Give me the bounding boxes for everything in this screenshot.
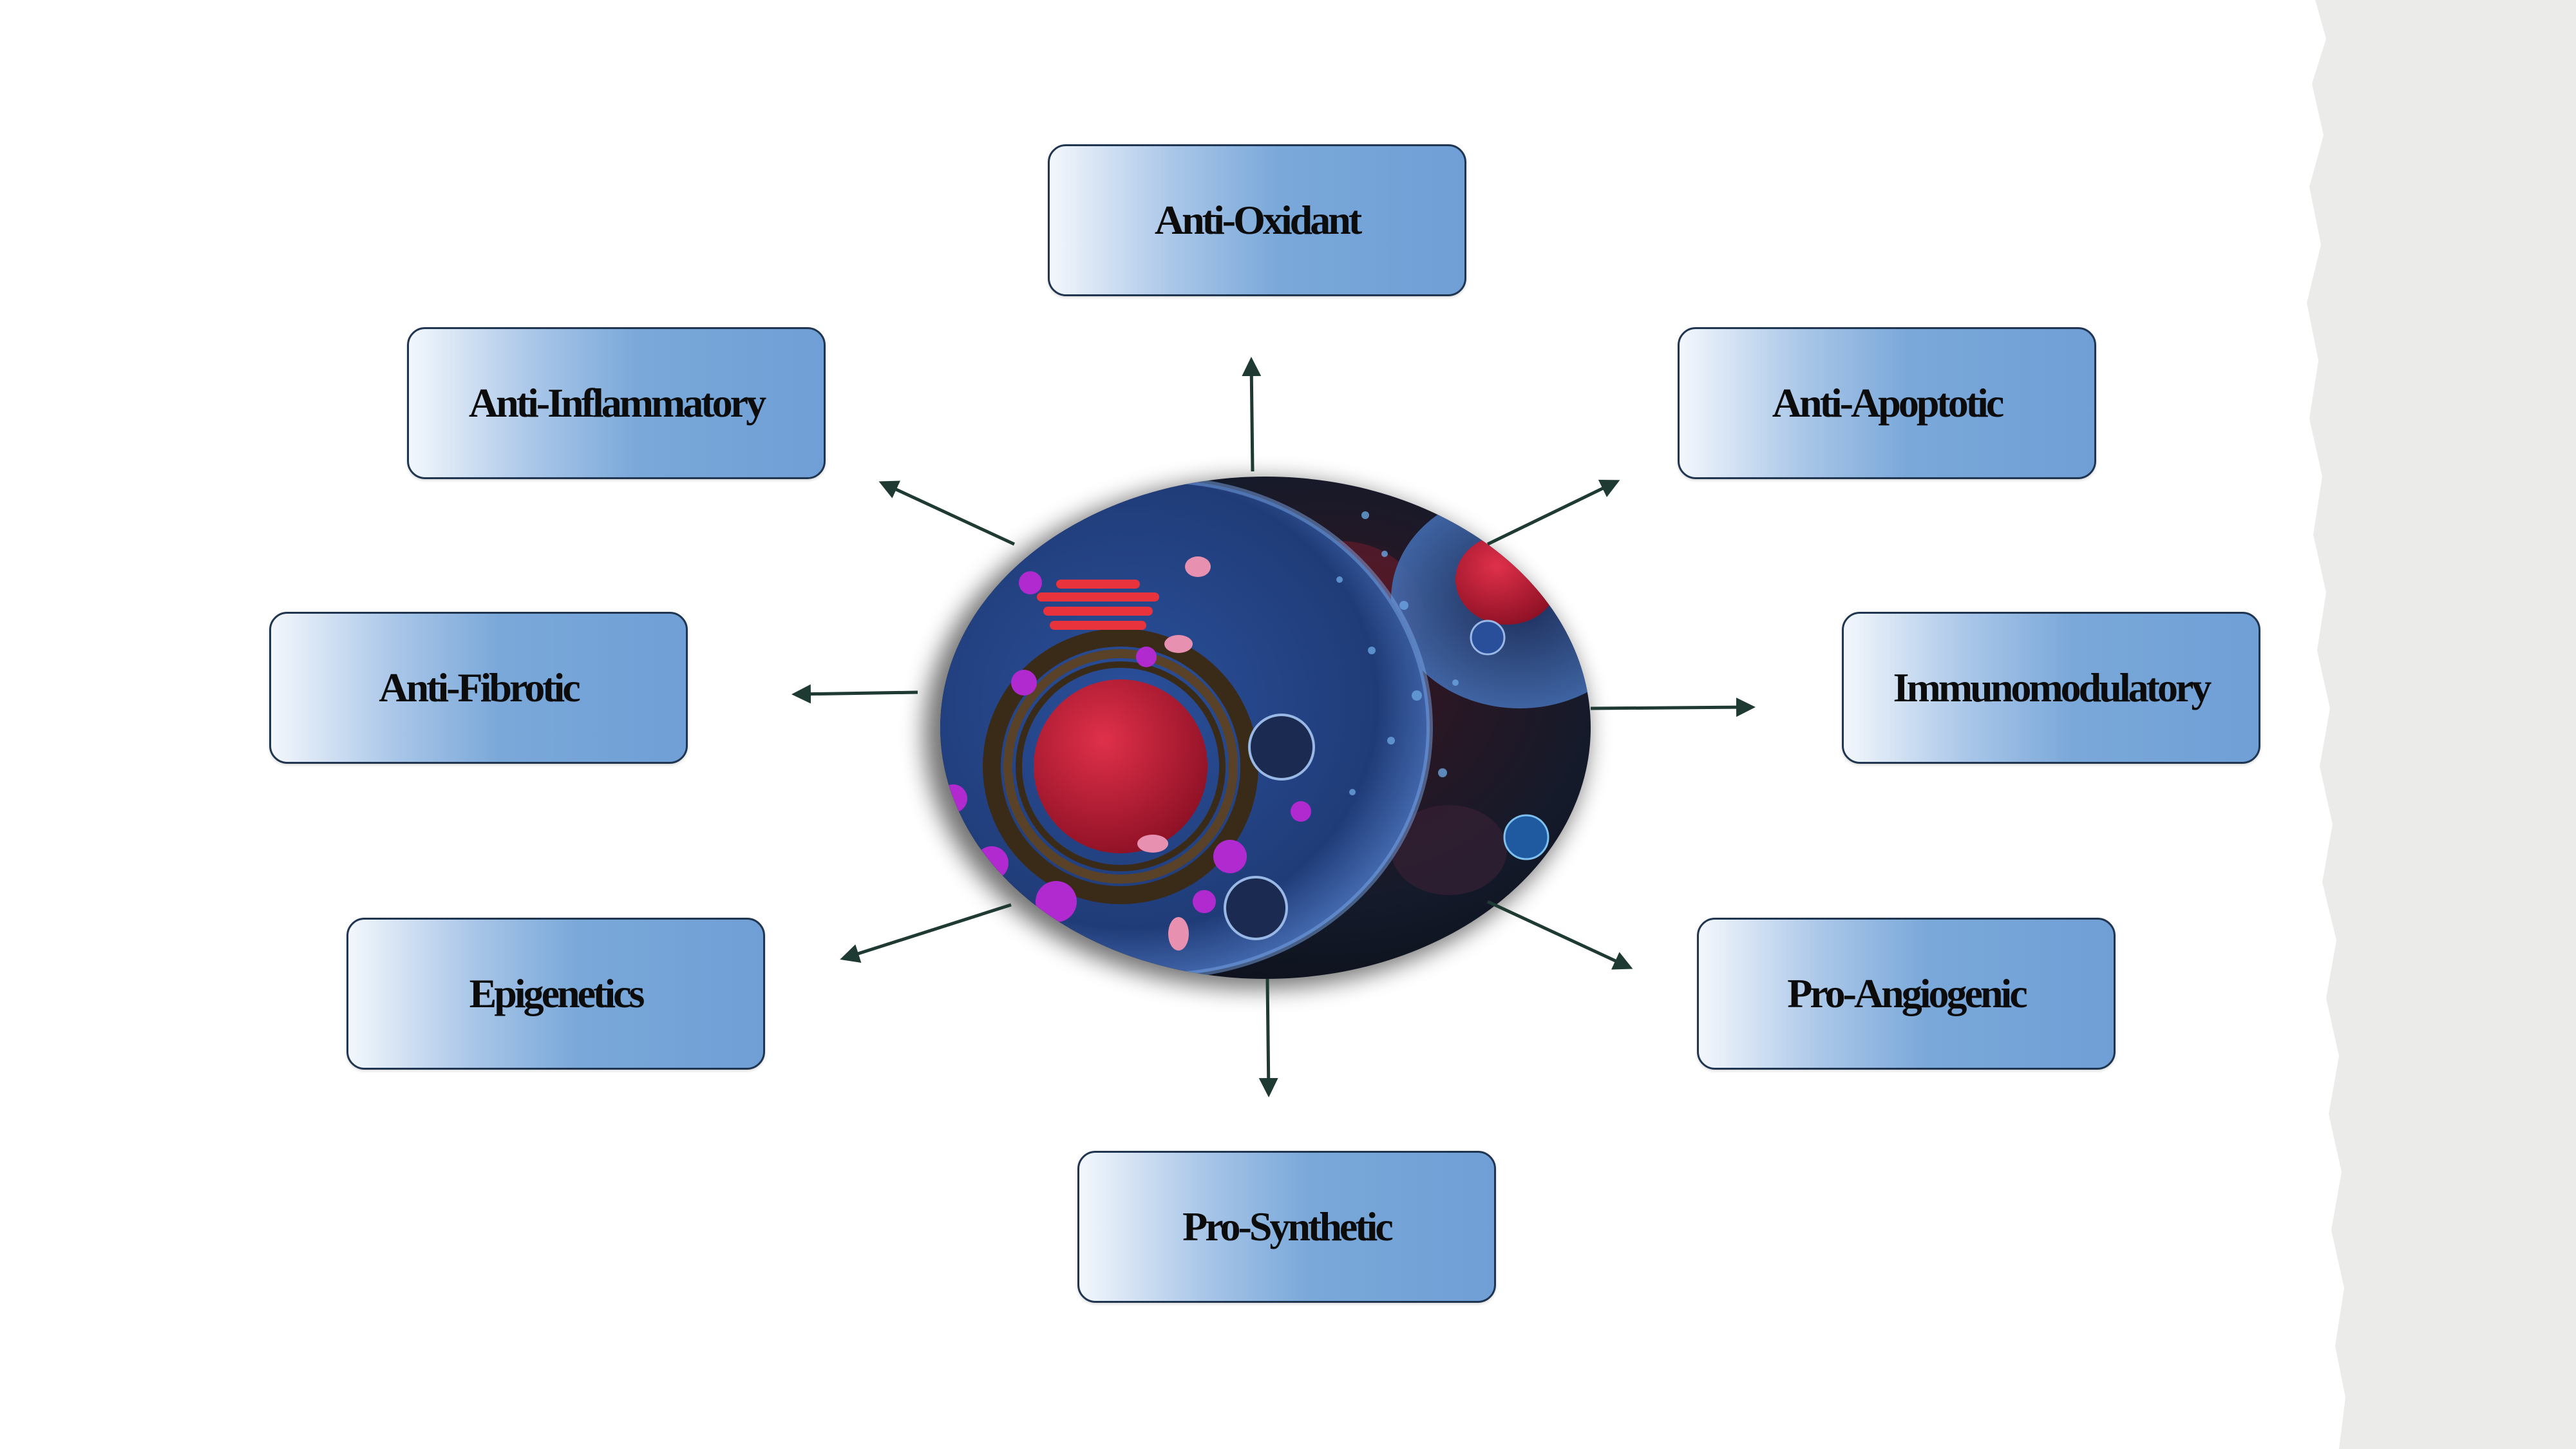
arrow-to-pro-synthetic — [1258, 978, 1278, 1097]
arrow-to-anti-oxidant — [1242, 357, 1262, 472]
node-immunomodulatory: Immunomodulatory — [1842, 612, 2260, 764]
node-label: Anti-Fibrotic — [379, 665, 580, 710]
arrow-to-anti-fibrotic — [791, 684, 918, 704]
arrow-to-epigenetics — [840, 903, 1012, 963]
node-label: Anti-Apoptotic — [1772, 380, 2004, 426]
node-label: Immunomodulatory — [1893, 665, 2212, 710]
node-anti-inflammatory: Anti-Inflammatory — [407, 327, 826, 479]
torn-paper-fill — [2307, 0, 2576, 1449]
node-label: Anti-Inflammatory — [468, 380, 766, 426]
node-epigenetics: Epigenetics — [346, 918, 765, 1070]
node-label: Anti-Oxidant — [1154, 197, 1362, 243]
node-pro-angiogenic: Pro-Angiogenic — [1697, 918, 2116, 1070]
node-label: Pro-Synthetic — [1182, 1204, 1394, 1249]
node-pro-synthetic: Pro-Synthetic — [1077, 1151, 1496, 1303]
arrow-to-anti-apoptotic — [1486, 479, 1620, 546]
arrow-to-anti-inflammatory — [878, 480, 1016, 546]
node-label: Epigenetics — [469, 971, 645, 1016]
node-anti-fibrotic: Anti-Fibrotic — [269, 612, 688, 764]
arrow-to-immunomodulatory — [1590, 697, 1756, 717]
node-anti-apoptotic: Anti-Apoptotic — [1678, 327, 2096, 479]
node-label: Pro-Angiogenic — [1787, 971, 2027, 1016]
arrow-to-pro-angiogenic — [1486, 900, 1633, 970]
node-anti-oxidant: Anti-Oxidant — [1048, 144, 1466, 296]
